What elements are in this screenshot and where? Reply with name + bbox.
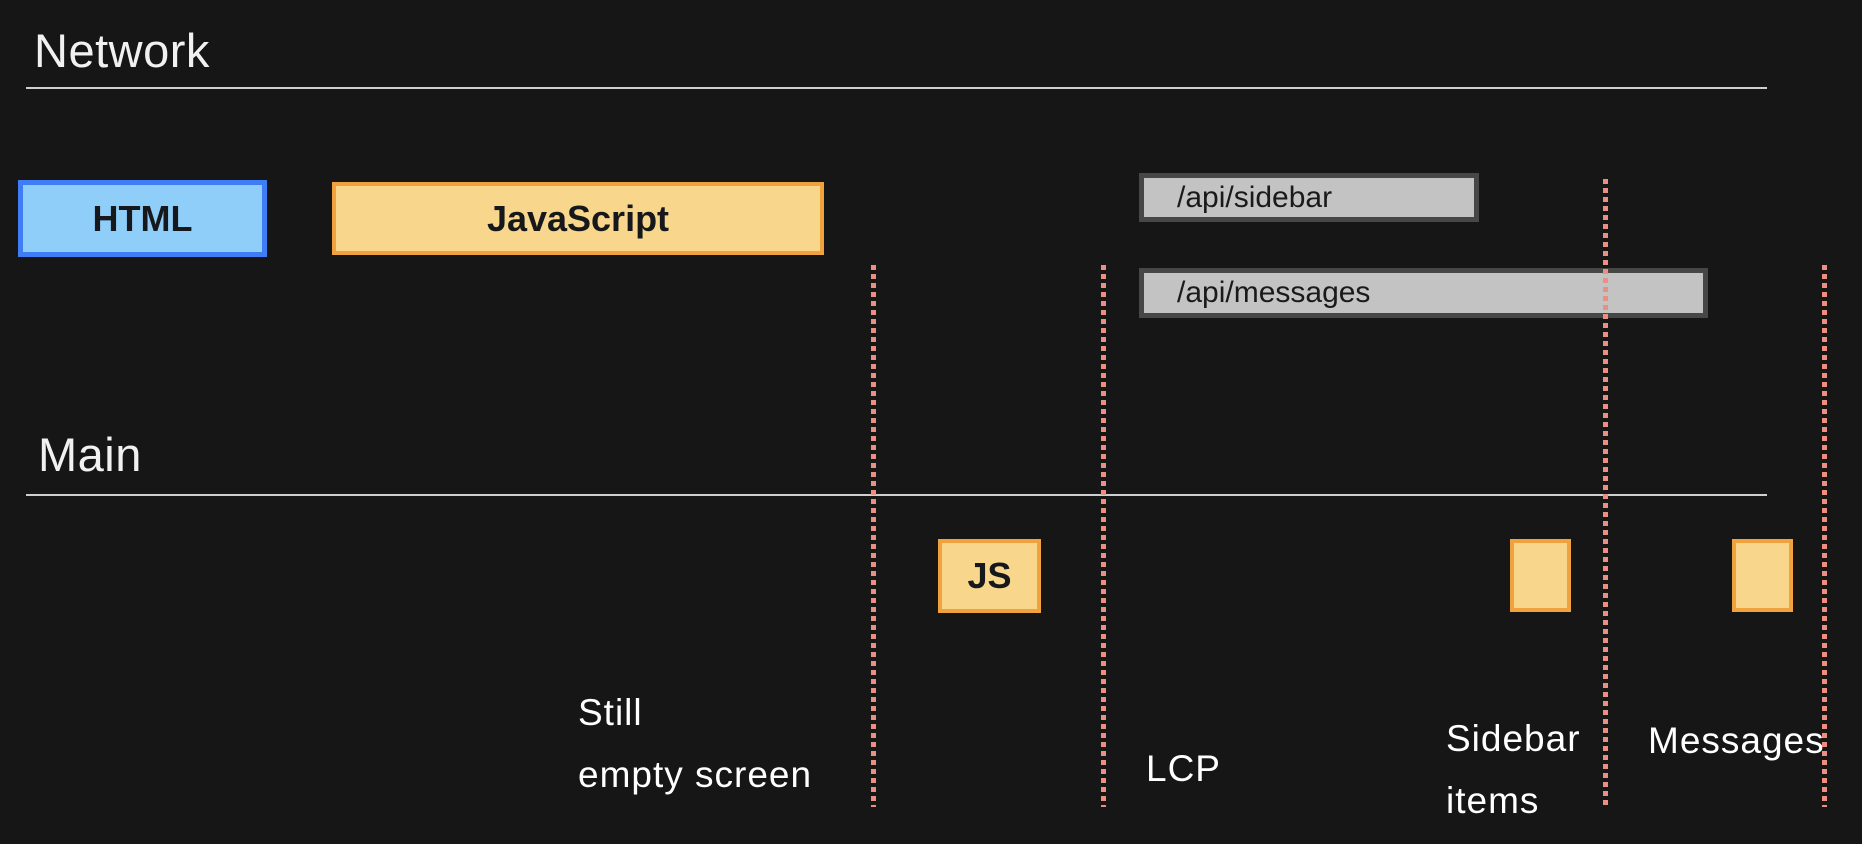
annotation-sidebar-line1: Sidebar	[1446, 718, 1581, 759]
annotation-still-line2: empty screen	[578, 754, 813, 795]
lane-title-network: Network	[34, 24, 210, 77]
main-block-js-task-label: JS	[967, 555, 1012, 596]
network-bar-html: HTML	[18, 180, 267, 257]
marker-lcp	[1101, 265, 1106, 807]
annotation-lcp: LCP	[1146, 748, 1221, 789]
annotation-messages: Messages	[1648, 720, 1825, 761]
marker-still-empty-screen	[871, 265, 876, 807]
network-bar-api-sidebar-label: /api/sidebar	[1177, 180, 1333, 214]
marker-messages	[1822, 265, 1827, 807]
network-bar-api-messages: /api/messages	[1139, 268, 1708, 318]
annotation-still-line1: Still	[578, 692, 643, 733]
main-block-js-task: JS	[938, 539, 1041, 613]
annotation-still-empty-screen: Still empty screen	[578, 682, 812, 806]
network-bar-html-label: HTML	[92, 197, 193, 239]
main-block-sidebar-task	[1510, 539, 1571, 612]
marker-sidebar-items	[1603, 179, 1608, 807]
network-bar-javascript-label: JavaScript	[486, 197, 670, 239]
lane-title-main: Main	[38, 428, 142, 481]
network-bar-javascript: JavaScript	[332, 182, 824, 255]
network-bar-api-messages-label: /api/messages	[1177, 276, 1371, 309]
annotation-sidebar-line2: items	[1446, 780, 1540, 821]
network-lane-rule	[26, 87, 1767, 89]
annotation-sidebar-items: Sidebar items	[1446, 708, 1581, 832]
main-lane-rule	[26, 494, 1767, 496]
network-bar-api-sidebar: /api/sidebar	[1139, 173, 1479, 222]
main-block-messages-task	[1732, 539, 1793, 612]
